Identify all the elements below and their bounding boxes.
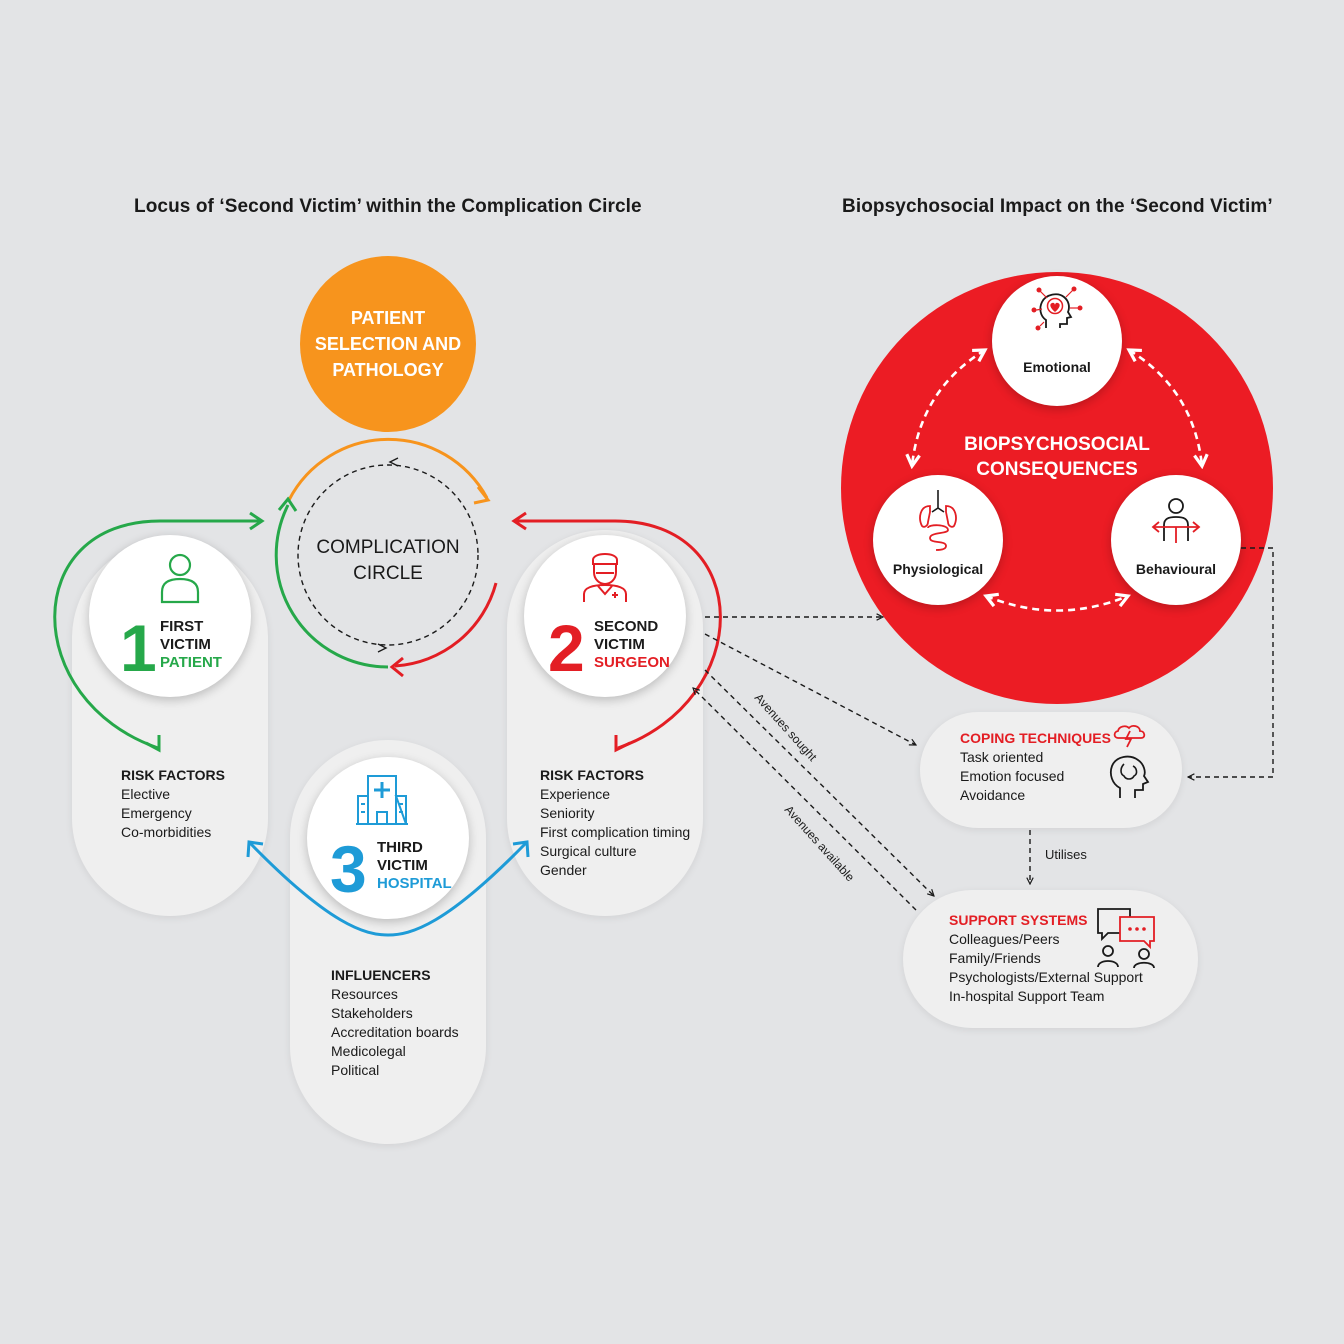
- list-item: Family/Friends: [949, 950, 1041, 966]
- left-heading: Locus of ‘Second Victim’ within the Comp…: [134, 196, 642, 217]
- emotional-behavioural-arrow: [1129, 350, 1202, 466]
- coping-stress-head-icon: [1109, 724, 1150, 798]
- second-victim-number: 2: [548, 611, 585, 685]
- list-item: Accreditation boards: [331, 1024, 459, 1040]
- first-victim-number: 1: [120, 611, 157, 685]
- person-icon: [160, 553, 200, 604]
- right-heading: Biopsychosocial Impact on the ‘Second Vi…: [842, 196, 1273, 217]
- blue-loop-arrow: [248, 841, 528, 937]
- list-item: Task oriented: [960, 749, 1044, 765]
- risk-second-title: RISK FACTORS: [540, 767, 644, 783]
- list-item: First complication timing: [540, 824, 691, 840]
- risk-first-title: RISK FACTORS: [121, 767, 225, 783]
- list-item: Emergency: [121, 805, 192, 821]
- support-systems: SUPPORT SYSTEMS Colleagues/Peers Family/…: [949, 911, 1143, 1006]
- complication-line-1: COMPLICATION: [316, 537, 460, 558]
- coping-techniques: COPING TECHNIQUES Task oriented Emotion …: [960, 729, 1111, 805]
- biopsychosocial-label: BIOPSYCHOSOCIAL CONSEQUENCES: [957, 432, 1157, 482]
- coping-title: COPING TECHNIQUES: [960, 730, 1111, 746]
- second-victim-circle: [524, 535, 686, 697]
- second-victim-role: SURGEON: [594, 654, 670, 671]
- patient-selection-label: PATIENT SELECTION AND PATHOLOGY: [300, 305, 476, 383]
- risk-factors-second: RISK FACTORS Experience Seniority First …: [540, 766, 690, 880]
- orange-ring-arc: [287, 437, 489, 501]
- third-victim-word1: THIRD: [377, 839, 423, 856]
- third-victim-role: HOSPITAL: [377, 875, 452, 892]
- patient-selection-circle: [300, 256, 476, 432]
- support-pill: [903, 890, 1198, 1028]
- list-item: Gender: [540, 862, 587, 878]
- patient-selection-line-1: PATIENT: [350, 308, 426, 328]
- list-item: Avoidance: [960, 787, 1026, 803]
- biopsychosocial-line-2: CONSEQUENCES: [976, 459, 1138, 480]
- list-item: Stakeholders: [331, 1005, 413, 1021]
- list-item: Resources: [331, 986, 398, 1002]
- list-item: Experience: [540, 786, 611, 802]
- list-item: In-hospital Support Team: [949, 988, 1105, 1004]
- first-victim-word1: FIRST: [160, 618, 204, 635]
- surgeon-icon: [583, 553, 627, 602]
- surgeon-to-coping-arrow: [704, 633, 916, 745]
- third-victim-number: 3: [330, 832, 367, 906]
- behavioural-label: Behavioural: [1135, 561, 1217, 577]
- physiological-behavioural-arrow: [986, 596, 1128, 612]
- red-loop-arrow: [516, 519, 722, 750]
- avenues-sought-label: Avenues sought: [752, 691, 820, 765]
- behavioural-person-icon: [1151, 498, 1201, 543]
- list-item: Political: [331, 1062, 380, 1078]
- risk-factors-first: RISK FACTORS Elective Emergency Co-morbi…: [121, 766, 225, 842]
- first-victim-text: FIRST VICTIM PATIENT: [160, 618, 222, 672]
- emotional-head-icon: [1031, 286, 1083, 331]
- list-item: Psychologists/External Support: [949, 969, 1143, 985]
- first-victim-word2: VICTIM: [160, 636, 211, 653]
- list-item: Medicolegal: [331, 1043, 406, 1059]
- emotional-physiological-arrow: [912, 350, 985, 466]
- utilises-label: Utilises: [1045, 847, 1087, 862]
- complication-line-2: CIRCLE: [353, 563, 423, 584]
- avenues-sought-arrow: [704, 669, 934, 896]
- list-item: Surgical culture: [540, 843, 637, 859]
- emotional-label: Emotional: [1023, 359, 1091, 375]
- first-victim-role: PATIENT: [160, 654, 222, 671]
- complication-circle-label: COMPLICATION CIRCLE: [300, 535, 476, 587]
- avenues-available-arrow: [693, 688, 917, 911]
- influencers: INFLUENCERS Resources Stakeholders Accre…: [331, 966, 459, 1080]
- list-item: Emotion focused: [960, 768, 1065, 784]
- biopsychosocial-line-1: BIOPSYCHOSOCIAL: [964, 434, 1150, 455]
- physiological-label: Physiological: [892, 561, 984, 577]
- second-victim-word1: SECOND: [594, 618, 659, 635]
- third-victim-text: THIRD VICTIM HOSPITAL: [377, 839, 452, 893]
- list-item: Co-morbidities: [121, 824, 212, 840]
- coping-pill: [920, 712, 1182, 828]
- support-title: SUPPORT SYSTEMS: [949, 912, 1088, 928]
- behavioural-to-coping-arrow: [1188, 547, 1274, 777]
- third-victim-word2: VICTIM: [377, 857, 428, 874]
- list-item: Seniority: [540, 805, 595, 821]
- list-item: Elective: [121, 786, 171, 802]
- support-chat-icon: [1097, 908, 1155, 969]
- list-item: Colleagues/Peers: [949, 931, 1060, 947]
- third-victim-circle: [307, 757, 469, 919]
- second-victim-word2: VICTIM: [594, 636, 645, 653]
- physiological-organs-icon: [919, 490, 957, 551]
- complication-inner-ring: [297, 464, 479, 646]
- patient-selection-line-2: SELECTION AND: [314, 334, 462, 354]
- emotional-circle: [992, 276, 1122, 406]
- green-loop-arrow: [53, 519, 260, 750]
- hospital-icon: [356, 775, 408, 825]
- patient-selection-line-3: PATHOLOGY: [332, 360, 444, 380]
- red-ring-arc: [394, 582, 498, 668]
- influencers-title: INFLUENCERS: [331, 967, 431, 983]
- green-ring-arc: [274, 504, 389, 669]
- second-victim-text: SECOND VICTIM SURGEON: [594, 618, 670, 672]
